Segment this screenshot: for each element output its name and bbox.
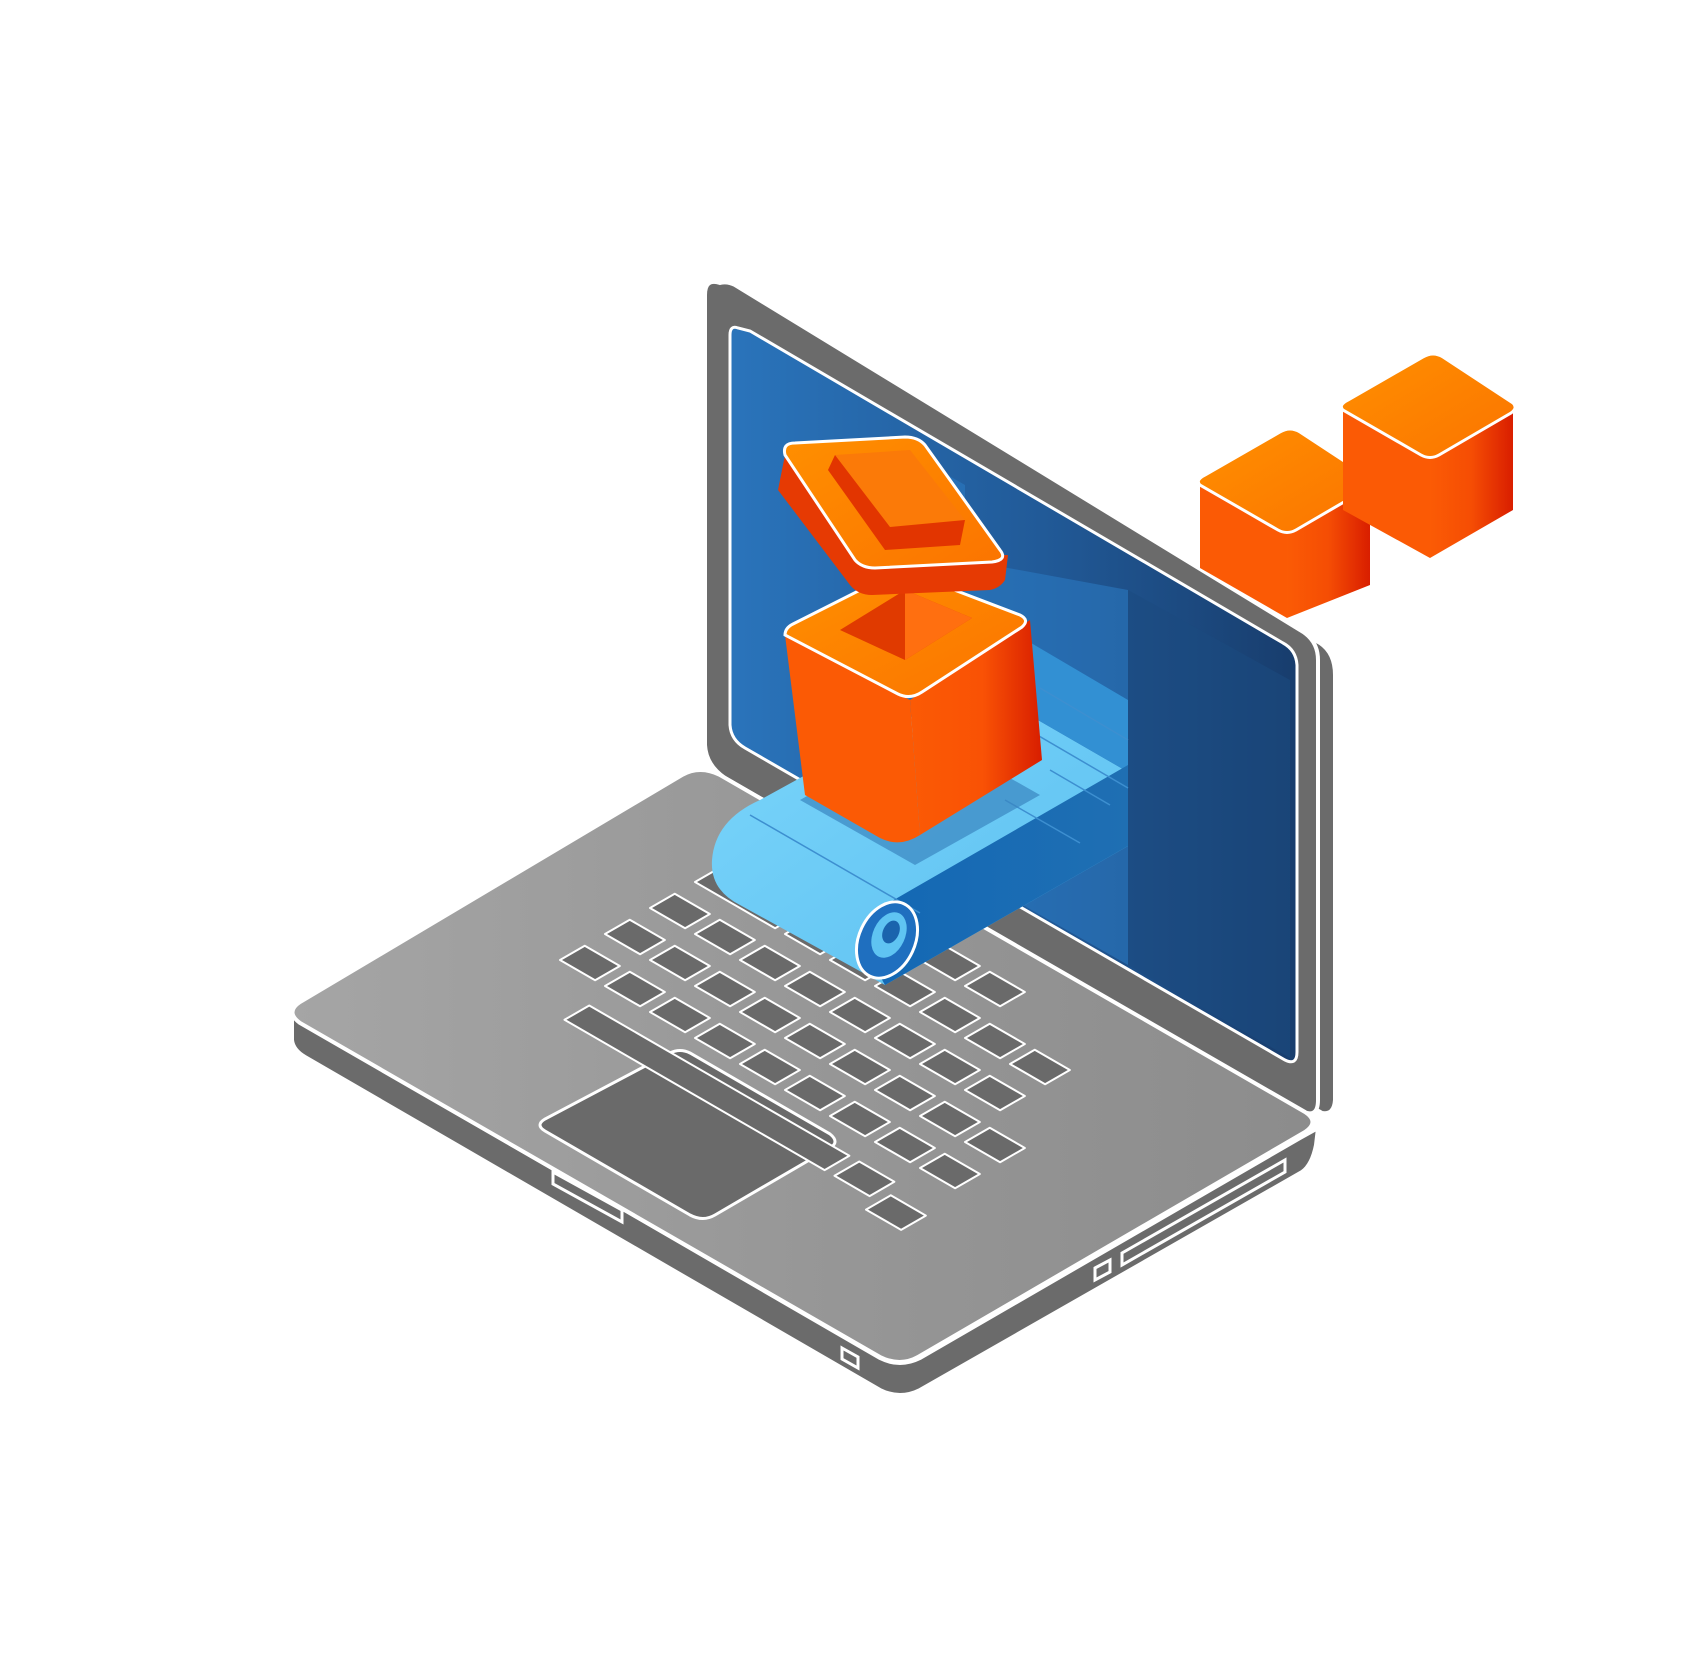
screen-opening-panel — [1128, 590, 1290, 1058]
cube-icon — [1339, 352, 1517, 558]
keyboard-key — [784, 970, 846, 1008]
keyboard-key — [874, 1022, 936, 1060]
side-port-right-long — [1120, 1157, 1287, 1268]
keyboard-key — [964, 1126, 1026, 1164]
lid-handle-side — [828, 455, 965, 550]
keyboard-key — [829, 1100, 891, 1138]
keyboard-key — [874, 1126, 936, 1164]
keyboard-key — [649, 996, 711, 1034]
cube-1-left — [1200, 485, 1287, 618]
box-left-face — [785, 635, 920, 843]
keyboard-key — [919, 996, 981, 1034]
side-port-right-small — [1093, 1257, 1112, 1283]
keyboard-key — [563, 1004, 851, 1172]
belt-lines — [749, 687, 1129, 914]
lid-handle — [835, 450, 965, 527]
keyboard-key — [694, 970, 756, 1008]
keyboard-key — [784, 1074, 846, 1112]
keyboard-key — [829, 996, 891, 1034]
keyboard-key — [919, 1152, 981, 1190]
lid-back-edge — [698, 281, 1337, 1116]
keyboard-key — [919, 1048, 981, 1086]
keyboard-key — [739, 944, 801, 982]
keyboard-key — [964, 970, 1026, 1008]
cube-1-right — [1287, 485, 1370, 618]
keyboard-key — [604, 970, 666, 1008]
box-lid-icon — [778, 435, 1008, 595]
keyboard-key — [694, 918, 756, 956]
keyboard-key — [739, 996, 801, 1034]
cube-2-top — [1339, 352, 1517, 459]
keyboard-key — [964, 1074, 1026, 1112]
laptop-base — [290, 768, 1321, 1397]
keyboard-key — [649, 944, 711, 982]
keyboard-key — [784, 1022, 846, 1060]
keyboard-key — [964, 1022, 1026, 1060]
side-port-left — [551, 1169, 624, 1225]
keyboard-key — [604, 918, 666, 956]
base-deck — [290, 768, 1315, 1364]
cube-icon — [1196, 427, 1374, 618]
keyboard-key — [1009, 1048, 1071, 1086]
roller-cap-hole — [882, 920, 900, 944]
keyboard-key — [919, 1100, 981, 1138]
keyboard-key — [559, 944, 621, 982]
keyboard-key — [739, 1048, 801, 1086]
keyboard-key — [865, 1194, 927, 1231]
box-right-face — [910, 620, 1042, 835]
keyboard-key — [649, 892, 711, 930]
keyboard-key — [874, 1074, 936, 1112]
belt-underside — [876, 765, 1128, 985]
keyboard-key — [694, 1022, 756, 1060]
side-port-small — [840, 1345, 860, 1371]
touchpad — [538, 1049, 837, 1220]
box-opening-inner — [905, 590, 972, 660]
keyboard-key — [833, 1160, 896, 1198]
keyboard-key — [829, 1048, 891, 1086]
open-box-icon — [783, 571, 1042, 865]
